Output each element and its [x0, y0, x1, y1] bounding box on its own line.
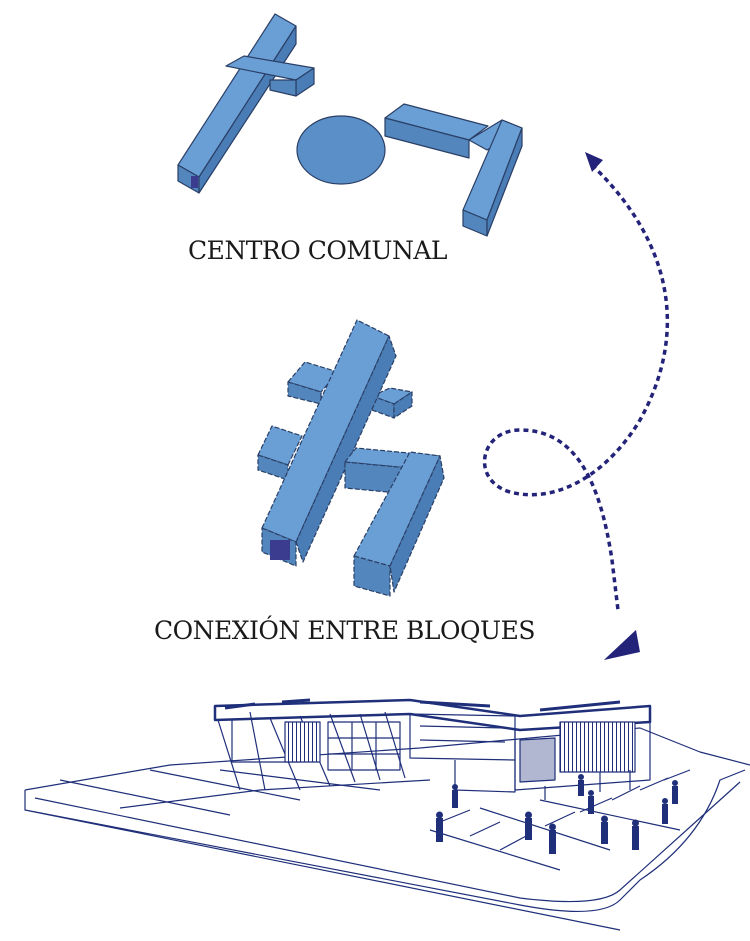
dotted-arrow [482, 152, 670, 660]
block-main-bar [261, 319, 397, 567]
label-conexion-bloques: CONEXIÓN ENTRE BLOQUES [154, 616, 535, 645]
parking-stripes [429, 769, 691, 871]
people-figures [436, 774, 678, 854]
building-perspective-sketch [24, 698, 750, 931]
block-cross-arm [225, 55, 315, 97]
block-circle [296, 115, 386, 185]
massing-conexion-bloques [257, 319, 445, 597]
block-leg-right [353, 451, 445, 597]
plaza-outline [24, 727, 750, 931]
label-centro-comunal: CENTRO COMUNAL [188, 236, 448, 265]
building-frame [213, 698, 652, 800]
massing-centro-comunal [177, 13, 523, 237]
block-l-shape [384, 103, 523, 237]
arrowhead-top [585, 152, 603, 172]
block-long-bar [177, 13, 297, 194]
